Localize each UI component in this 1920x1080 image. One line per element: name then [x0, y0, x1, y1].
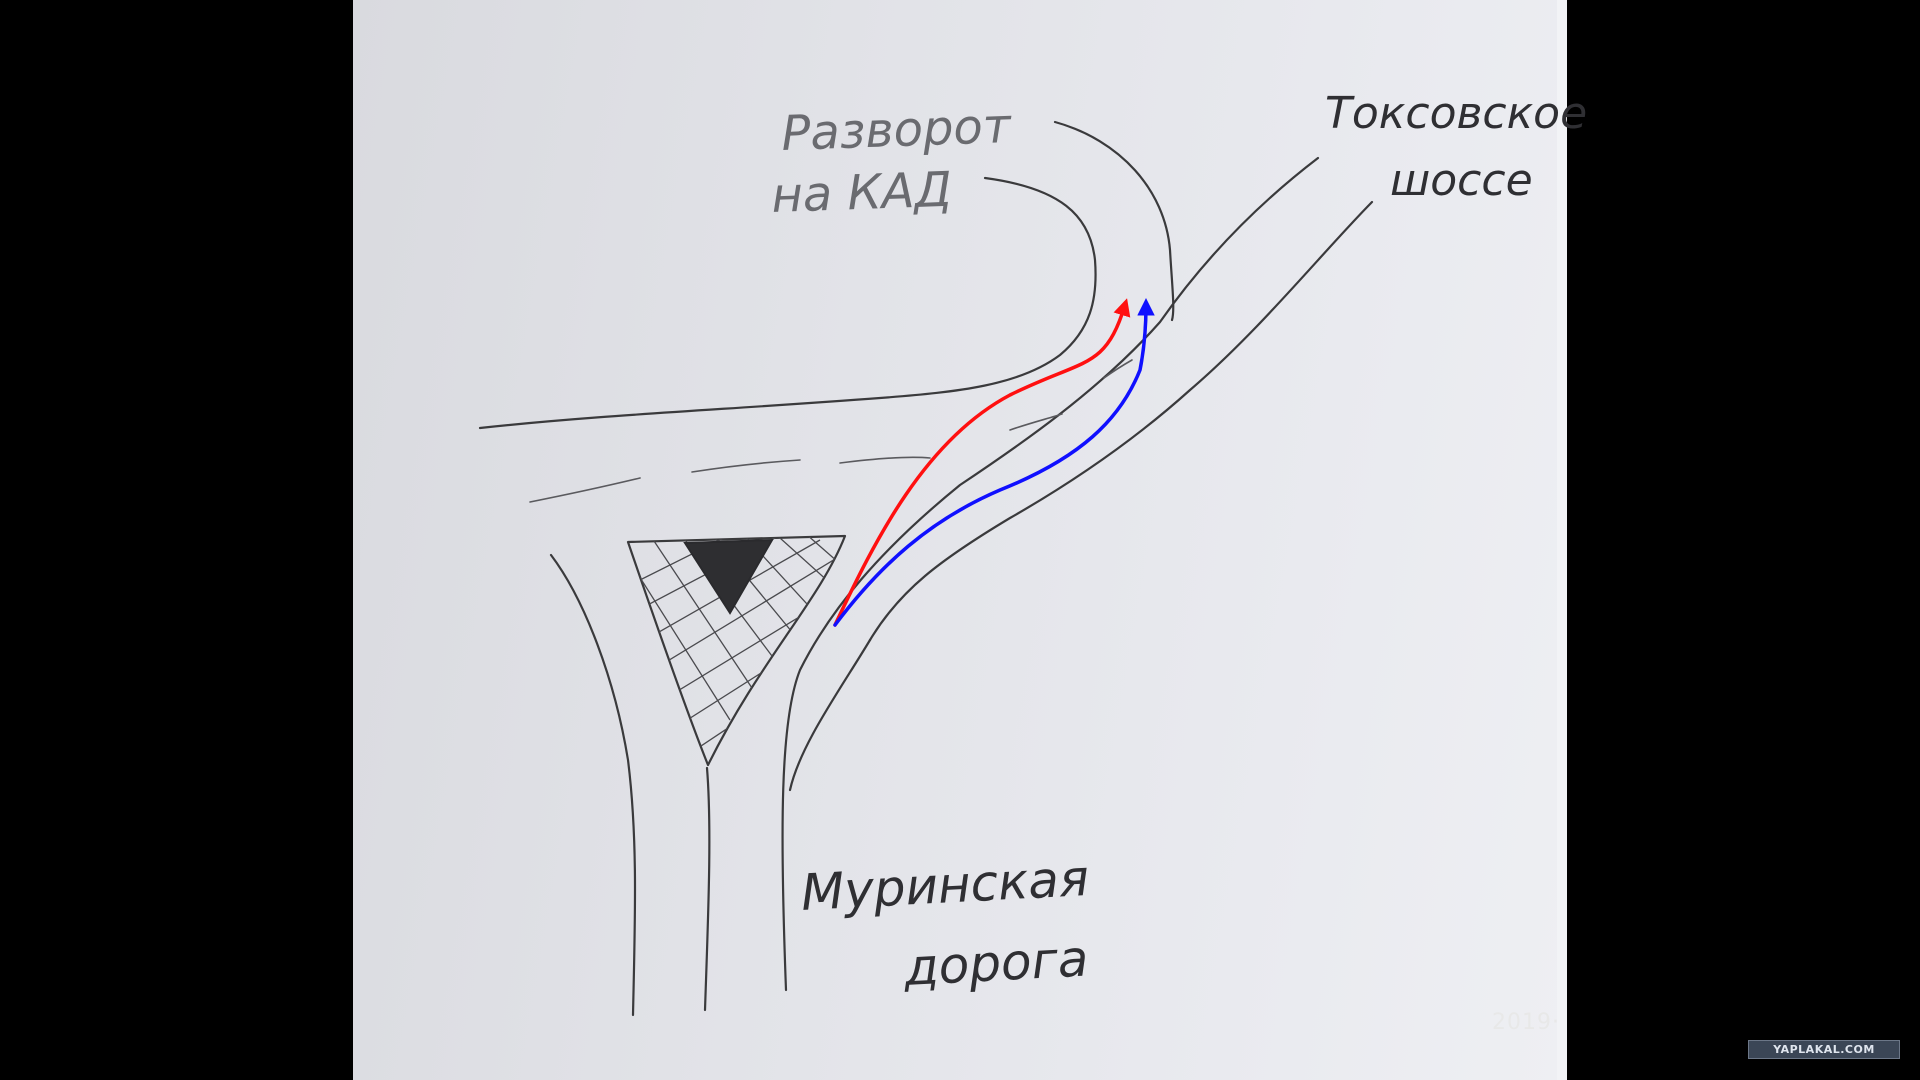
lane-dash-2	[691, 459, 801, 473]
uturn-road-outer-edge	[1053, 120, 1175, 322]
island-dark-triangle	[683, 538, 774, 615]
lane-dash-5	[1103, 359, 1133, 379]
photo-timestamp: 2019·	[1492, 1010, 1560, 1035]
uturn-road-inner-edge	[478, 176, 1097, 430]
label-uturn-line2: на КАД	[770, 162, 952, 224]
traffic-island	[626, 534, 847, 767]
lane-dash-4	[1009, 413, 1063, 431]
label-toksovskoe-line1: Токсовское	[1325, 88, 1587, 139]
paper-sheet	[353, 0, 1565, 1080]
island-outline	[626, 534, 847, 767]
murinskaya-right-edge	[788, 638, 872, 792]
lane-dash-1	[529, 477, 641, 503]
site-watermark: YAPLAKAL.COM	[1748, 1040, 1900, 1059]
route-blue-arrow	[833, 298, 1155, 627]
toksovskoe-road-lower-edge	[868, 200, 1374, 642]
murinskaya-left-edge	[549, 553, 637, 1017]
label-toksovskoe-line2: шоссе	[1390, 155, 1533, 206]
paper-edge	[1557, 0, 1567, 1080]
murinskaya-center-line	[703, 766, 711, 1012]
label-uturn-line1: Разворот	[780, 98, 1013, 162]
toksovskoe-road-upper-edge	[781, 156, 1320, 992]
lane-dash-3	[839, 456, 931, 464]
label-murinskaya-line1: Муринская	[800, 849, 1091, 922]
route-red-arrow	[833, 298, 1131, 627]
label-murinskaya-line2: дорога	[902, 929, 1090, 997]
